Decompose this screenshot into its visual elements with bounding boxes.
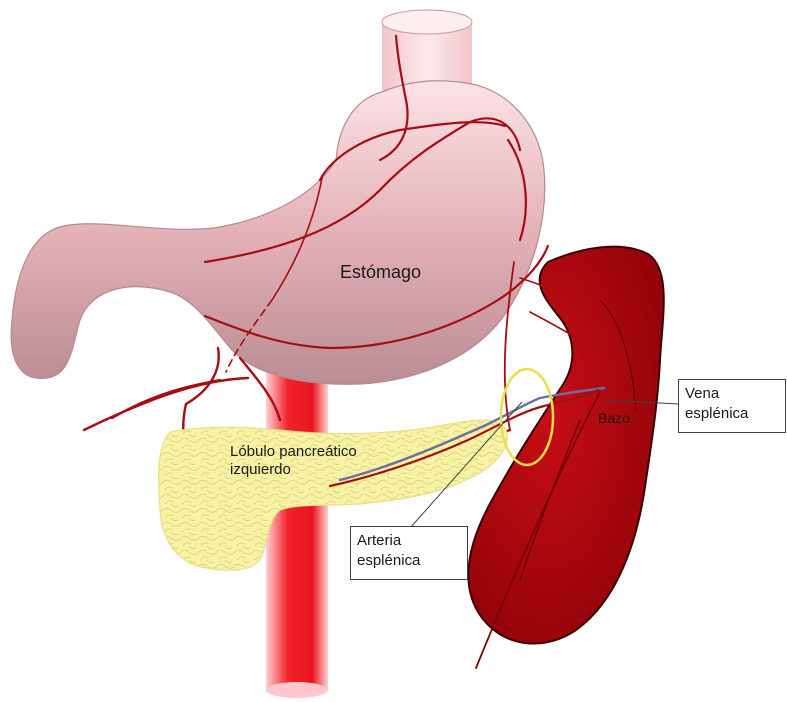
pancreas-label-line1: Lóbulo pancreático bbox=[230, 443, 357, 460]
artery-callout-line2: esplénica bbox=[357, 551, 461, 571]
stomach-label: Estómago bbox=[340, 262, 421, 282]
vein-callout: Vena esplénica bbox=[678, 379, 786, 433]
aorta bbox=[266, 370, 328, 698]
vein-callout-line2: esplénica bbox=[685, 404, 779, 424]
artery-callout-line1: Arteria bbox=[357, 531, 461, 551]
spleen-label: Bazo bbox=[598, 410, 630, 426]
pancreas-label-line2: izquierdo bbox=[230, 461, 291, 478]
vein-callout-line1: Vena bbox=[685, 384, 779, 404]
artery-callout: Arteria esplénica bbox=[350, 526, 468, 580]
